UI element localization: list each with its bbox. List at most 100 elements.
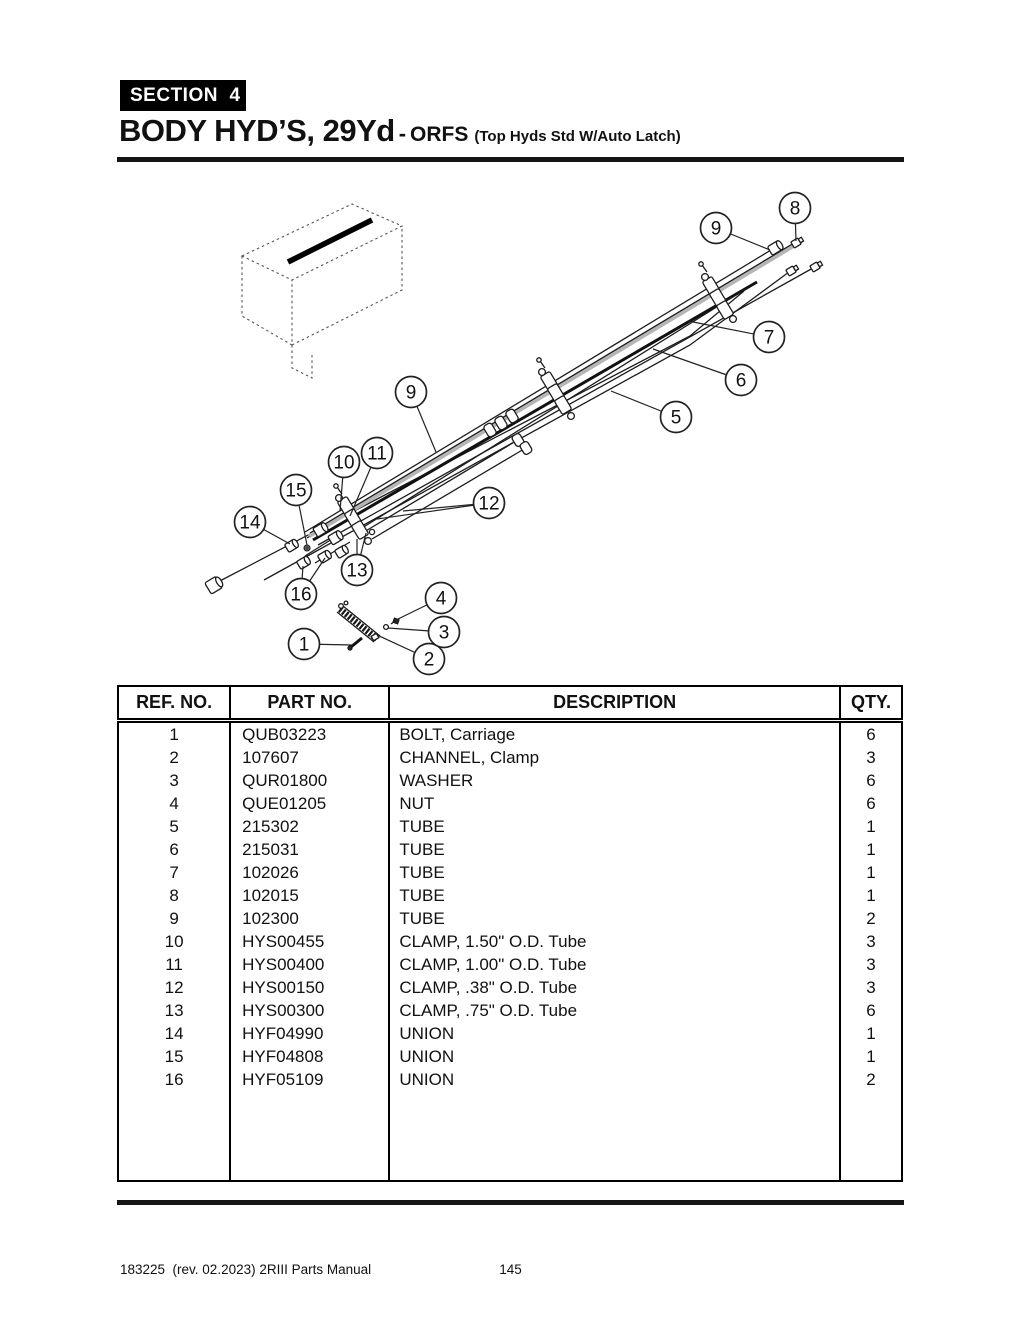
qty-cell: 3 xyxy=(866,978,876,997)
part-no-cell: HYF05109 xyxy=(230,1068,391,1091)
callout-number: 12 xyxy=(478,494,499,515)
callout-circle xyxy=(340,553,374,587)
callout-15: 15 xyxy=(279,473,313,546)
callout-circle xyxy=(424,581,458,615)
callout-circle xyxy=(752,320,786,354)
qty-cell: 1 xyxy=(866,1024,876,1043)
callout-circle xyxy=(412,642,446,676)
callout-number: 11 xyxy=(367,444,387,465)
part-no-cell: QUE01205 xyxy=(230,792,391,815)
qty-cell: 2 xyxy=(866,909,876,928)
callout-3: 3 xyxy=(387,615,461,649)
qty-cell: 1 xyxy=(866,863,876,882)
qty-cell: 3 xyxy=(866,748,876,767)
tube-end-cap-left xyxy=(204,576,224,595)
callout-2: 2 xyxy=(376,634,446,676)
part-no-cell: HYS00300 xyxy=(230,999,391,1022)
union-16 xyxy=(296,555,311,570)
callout-13: 13 xyxy=(340,532,374,587)
callout-5: 5 xyxy=(610,390,693,434)
description-cell: CHANNEL, Clamp xyxy=(389,746,841,769)
ref-no-cell: 11 xyxy=(118,953,232,976)
fitting-nut-8 xyxy=(790,236,805,249)
ref-no-cell: 10 xyxy=(118,930,232,953)
callout-circle xyxy=(472,486,506,520)
title-main: BODY HYD’S, 29Yd xyxy=(119,113,395,148)
description-cell: TUBE xyxy=(389,907,841,930)
ref-no-cell: 13 xyxy=(118,999,232,1022)
qty-cell: 2 xyxy=(866,1070,876,1089)
qty-cell: 3 xyxy=(866,955,876,974)
union-16 xyxy=(317,549,332,564)
callout-9: 9 xyxy=(699,211,771,251)
description-cell: WASHER xyxy=(389,769,841,792)
callout-circle xyxy=(233,505,267,539)
callout-14: 14 xyxy=(233,505,291,545)
ref-no-cell: 5 xyxy=(118,815,232,838)
callout-circle xyxy=(360,436,394,470)
footer-page-number: 145 xyxy=(499,1262,522,1277)
callout-number: 4 xyxy=(436,589,447,610)
title-note: (Top Hyds Std W/Auto Latch) xyxy=(474,128,681,145)
fitting-nut xyxy=(785,264,800,277)
callout-circle xyxy=(778,191,812,225)
part-no-cell: HYF04808 xyxy=(230,1045,391,1068)
callout-number: 3 xyxy=(439,623,450,644)
callout-9: 9 xyxy=(394,375,437,453)
tube-end-cap-right xyxy=(767,240,784,256)
union xyxy=(334,544,349,559)
description-cell: NUT xyxy=(389,792,841,815)
part-no-cell: HYS00455 xyxy=(230,930,391,953)
col-header-part-no: PART NO. xyxy=(230,686,391,723)
callout-number: 9 xyxy=(711,219,722,240)
section-label: SECTION 4 xyxy=(120,80,246,111)
col-header-ref-no: REF. NO. xyxy=(118,686,232,723)
qty-cell: 1 xyxy=(866,840,876,859)
carriage-bolt-1 xyxy=(350,636,363,649)
empty-cell xyxy=(389,1091,841,1181)
union-fittings xyxy=(284,522,349,570)
callout-circle xyxy=(699,211,733,245)
body-locator-ghost xyxy=(240,203,404,379)
callout-4: 4 xyxy=(395,581,458,621)
callout-number: 9 xyxy=(406,383,417,404)
callout-circle xyxy=(427,615,461,649)
qty-cell: 1 xyxy=(866,886,876,905)
ref-no-cell: 7 xyxy=(118,861,232,884)
callout-16: 16 xyxy=(284,557,326,611)
union-ring-15 xyxy=(303,544,311,552)
fitting-nut xyxy=(809,260,824,273)
callout-number: 15 xyxy=(285,481,306,502)
footer-rule xyxy=(117,1200,904,1205)
tube-coupling xyxy=(519,441,533,455)
ref-no-cell: 16 xyxy=(118,1068,232,1091)
washer-3 xyxy=(382,623,390,631)
table-filler-row xyxy=(118,1091,902,1181)
callout-number: 7 xyxy=(764,328,775,349)
description-cell: CLAMP, .75" O.D. Tube xyxy=(389,999,841,1022)
part-no-cell: 215302 xyxy=(230,815,391,838)
ref-no-cell: 15 xyxy=(118,1045,232,1068)
description-cell: TUBE xyxy=(389,884,841,907)
callout-number: 5 xyxy=(671,408,682,429)
callout-8: 8 xyxy=(778,191,812,242)
callout-6: 6 xyxy=(652,348,758,397)
ref-no-cell: 1 xyxy=(118,720,232,746)
description-cell: CLAMP, .38" O.D. Tube xyxy=(389,976,841,999)
callout-number: 1 xyxy=(299,635,310,656)
col-header-description: DESCRIPTION xyxy=(389,686,841,723)
clamp-group-1 xyxy=(333,483,376,546)
ref-no-cell: 6 xyxy=(118,838,232,861)
part-no-cell: HYS00150 xyxy=(230,976,391,999)
